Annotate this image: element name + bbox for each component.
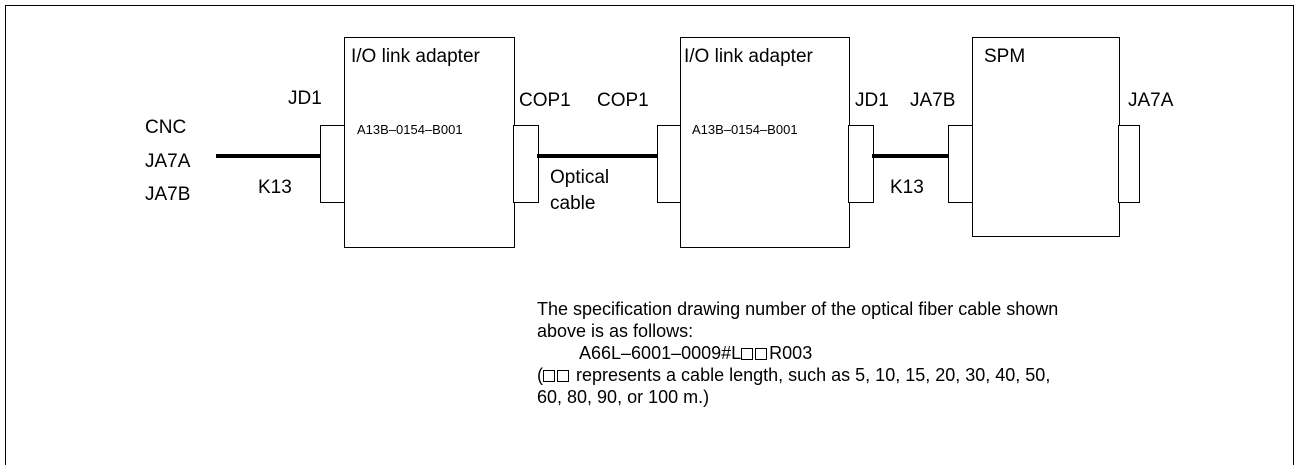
spm-ja7b-label: JA7B	[910, 90, 956, 111]
blank-square-icon	[543, 370, 555, 382]
optical-cable-label-line2: cable	[550, 193, 596, 214]
adapter1-cop1-label: COP1	[519, 90, 571, 111]
spm-box	[972, 37, 1120, 237]
adapter2-jd1-connector	[848, 125, 874, 203]
adapter1-title: I/O link adapter	[351, 46, 480, 67]
adapter2-cop1-label: COP1	[597, 90, 649, 111]
note-drawing-number: A66L–6001–0009#L R003	[537, 342, 1058, 364]
spm-title: SPM	[984, 46, 1026, 67]
adapter1-jd1-connector	[320, 125, 346, 203]
adapter1-jd1-label: JD1	[288, 88, 322, 109]
drawing-number-prefix: A66L–6001–0009#L	[579, 343, 742, 363]
k13-cable-label-right: K13	[890, 177, 924, 198]
spm-ja7a-connector	[1118, 125, 1140, 203]
adapter2-part-number: A13B–0154–B001	[692, 122, 798, 137]
optical-cable-label-line1: Optical	[550, 167, 610, 188]
optical-cable-line	[537, 154, 659, 158]
adapter2-jd1-label: JD1	[855, 90, 889, 111]
spm-ja7b-connector	[948, 125, 974, 203]
k13-cable-line-left	[216, 154, 322, 158]
note-paren: (	[537, 365, 543, 385]
cnc-port-ja7a: JA7A	[145, 151, 191, 172]
note-line-5: 60, 80, 90, or 100 m.)	[537, 387, 710, 407]
blank-square-icon	[741, 348, 754, 360]
adapter1-part-number: A13B–0154–B001	[357, 122, 463, 137]
k13-cable-label-left: K13	[258, 177, 292, 198]
adapter1-cop1-connector	[513, 125, 539, 203]
k13-cable-line-right	[872, 154, 950, 158]
cable-spec-note: The specification drawing number of the …	[537, 298, 1058, 408]
blank-square-icon	[557, 370, 569, 382]
note-line-4: ( represents a cable length, such as 5, …	[537, 364, 1058, 386]
diagram-frame	[5, 5, 1294, 465]
spm-ja7a-label: JA7A	[1128, 90, 1174, 111]
note-length-text: represents a cable length, such as 5, 10…	[571, 365, 1051, 385]
io-link-adapter-2	[680, 37, 850, 248]
cnc-port-ja7b: JA7B	[145, 184, 191, 205]
note-line-2: above is as follows:	[537, 321, 694, 341]
io-link-adapter-1	[344, 37, 515, 248]
adapter2-title: I/O link adapter	[684, 46, 813, 67]
note-line-1: The specification drawing number of the …	[537, 299, 1059, 319]
cnc-label: CNC	[145, 117, 187, 138]
drawing-number-suffix: R003	[769, 343, 813, 363]
blank-square-icon	[755, 348, 768, 360]
